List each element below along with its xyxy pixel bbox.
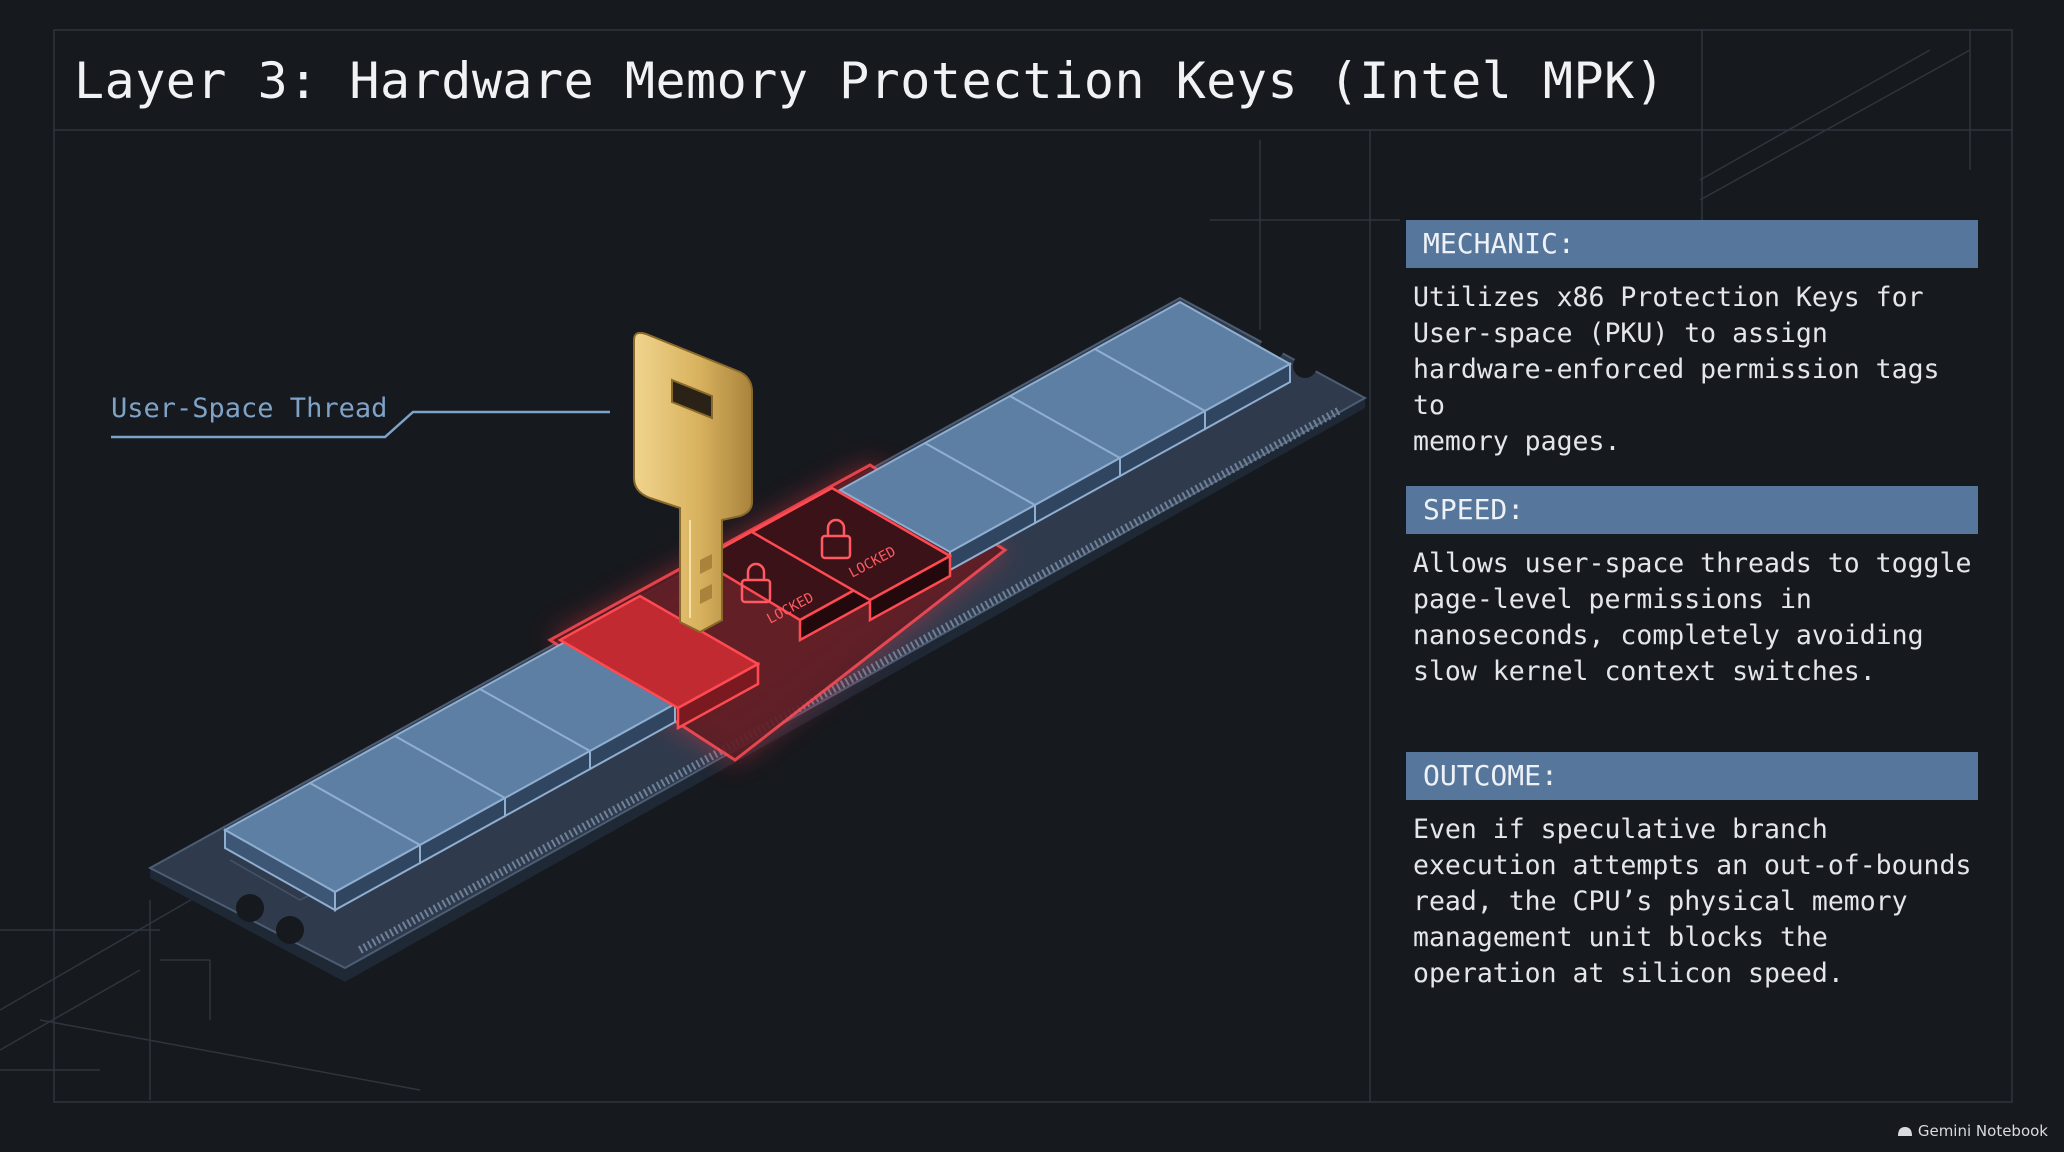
memory-chip [222,781,423,912]
padlock-icon [820,518,852,560]
text-line: hardware-enforced permission tags to [1413,354,1940,421]
text-line: Allows user-space threads to toggle [1413,548,1972,579]
blueprint-frame [0,29,2013,1103]
outcome-header: OUTCOME: [1406,752,1978,800]
memory-chips [222,300,1293,912]
memory-chip [1092,300,1293,431]
thread-callout-line [111,410,610,439]
text-line: page-level permissions in [1413,584,1812,615]
speed-panel: SPEED: Allows user-space threads to togg… [1406,486,1978,690]
speed-header: SPEED: [1406,486,1978,534]
text-line: slow kernel context switches. [1413,656,1876,687]
padlock-icon [740,562,772,604]
mechanic-header: MECHANIC: [1406,220,1978,268]
memory-chip [922,394,1123,525]
text-line: read, the CPU’s physical memory [1413,886,1908,917]
outcome-panel: OUTCOME: Even if speculative branch exec… [1406,752,1978,992]
text-line: Utilizes x86 Protection Keys for [1413,282,1924,313]
branding-text: Gemini Notebook [1917,1122,2048,1140]
outcome-text: Even if speculative branch execution att… [1406,812,1978,992]
notebook-logo-icon [1897,1127,1912,1136]
speed-text: Allows user-space threads to toggle page… [1406,546,1978,690]
text-line: Even if speculative branch [1413,814,1828,845]
thread-label: User-Space Thread [111,393,388,424]
text-line: nanoseconds, completely avoiding [1413,620,1924,651]
text-line: execution attempts an out-of-bounds [1413,850,1972,881]
locked-chip [557,594,761,731]
text-line: operation at silicon speed. [1413,958,1844,989]
mechanic-text: Utilizes x86 Protection Keys for User-sp… [1406,280,1978,460]
key-icon [633,331,753,634]
mechanic-panel: MECHANIC: Utilizes x86 Protection Keys f… [1406,220,1978,460]
text-line: memory pages. [1413,426,1621,457]
branding: Gemini Notebook [1897,1122,2048,1140]
text-line: management unit blocks the [1413,922,1828,953]
text-line: User-space (PKU) to assign [1413,318,1828,349]
page-title: Layer 3: Hardware Memory Protection Keys… [74,52,1666,110]
